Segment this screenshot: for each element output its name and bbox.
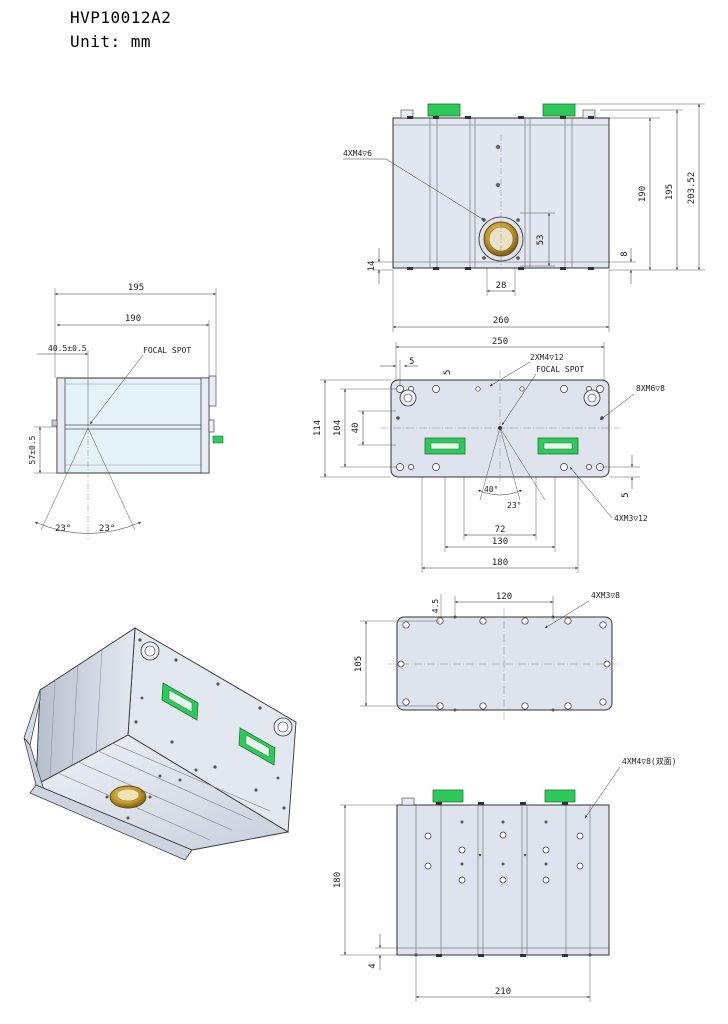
dim-top-53: 53 — [536, 235, 546, 246]
bottom-plate-view: 4.5 120 105 4XM3▽8 — [354, 591, 620, 720]
unit-label: Unit: mm — [70, 32, 152, 51]
bottom-note-4xm3: 4XM3▽8 — [591, 591, 620, 600]
dim-front-40: 40 — [351, 423, 361, 434]
front-note-2xm4: 2XM4▽12 — [530, 353, 564, 362]
isometric-view — [23, 627, 297, 861]
dim-rear-4: 4 — [368, 963, 378, 968]
model-title: HVP10012A2 — [70, 8, 172, 27]
dim-side-195: 195 — [128, 283, 144, 293]
dim-top-195: 195 — [665, 184, 675, 200]
dim-top-28: 28 — [496, 281, 507, 291]
dim-front-72: 72 — [495, 525, 506, 535]
front-angle-23: 23° — [507, 501, 521, 510]
dim-front-5-bottom: 5 — [621, 492, 631, 497]
dim-top-14: 14 — [367, 261, 377, 272]
dim-side-40-5: 40.5±0.5 — [48, 344, 87, 353]
dim-top-190: 190 — [638, 186, 648, 202]
front-focal-label: FOCAL SPOT — [536, 365, 584, 374]
top-view: 4XM4▽6 53 28 260 190 195 203.52 — [343, 103, 705, 332]
dim-rear-180: 180 — [333, 872, 343, 888]
dim-side-190: 190 — [125, 314, 141, 324]
rear-connector-left — [432, 789, 464, 803]
front-note-4xm3: 4XM3▽12 — [614, 514, 648, 523]
front-note-8xm6: 8XM6▽8 — [636, 384, 665, 393]
dim-bottom-105: 105 — [354, 656, 364, 672]
side-view: 195 190 40.5±0.5 FOCAL SPOT 57±0.5 23° 2… — [28, 283, 224, 540]
dim-front-180: 180 — [492, 558, 508, 568]
side-view-body — [56, 377, 210, 474]
rear-note-4xm4: 4XM4▽8(双面) — [622, 757, 677, 766]
dim-bottom-4-5: 4.5 — [431, 599, 440, 614]
dim-front-250: 250 — [492, 337, 508, 347]
side-focal-label: FOCAL SPOT — [143, 346, 191, 355]
top-connector-left — [427, 103, 461, 117]
bottom-plate — [396, 616, 613, 711]
dim-bottom-120: 120 — [496, 592, 512, 602]
side-angle-right: 23° — [99, 524, 115, 534]
rear-connector-right — [544, 789, 576, 803]
svg-text:5: 5 — [443, 370, 453, 375]
front-angle-40: 40° — [484, 485, 498, 494]
dim-front-5-top: 5 — [409, 357, 414, 367]
dim-front-104: 104 — [333, 420, 343, 436]
dim-top-8: 8 — [620, 251, 630, 256]
dim-top-203-52: 203.52 — [687, 172, 697, 205]
dim-rear-210: 210 — [495, 987, 511, 997]
dim-front-114: 114 — [313, 420, 323, 436]
dim-side-57: 57±0.5 — [28, 435, 37, 464]
side-angle-left: 23° — [55, 524, 71, 534]
dim-front-130: 130 — [492, 537, 508, 547]
front-view: 250 5 5 114 104 40 5 2XM4▽12 FOCAL SPOT … — [313, 337, 665, 573]
top-connector-right — [542, 103, 576, 117]
dim-top-260: 260 — [493, 316, 509, 326]
side-connector — [212, 435, 224, 444]
top-hole-note: 4XM4▽6 — [343, 149, 372, 158]
rear-view: 4XM4▽8(双面) 180 4 210 — [333, 757, 677, 1002]
